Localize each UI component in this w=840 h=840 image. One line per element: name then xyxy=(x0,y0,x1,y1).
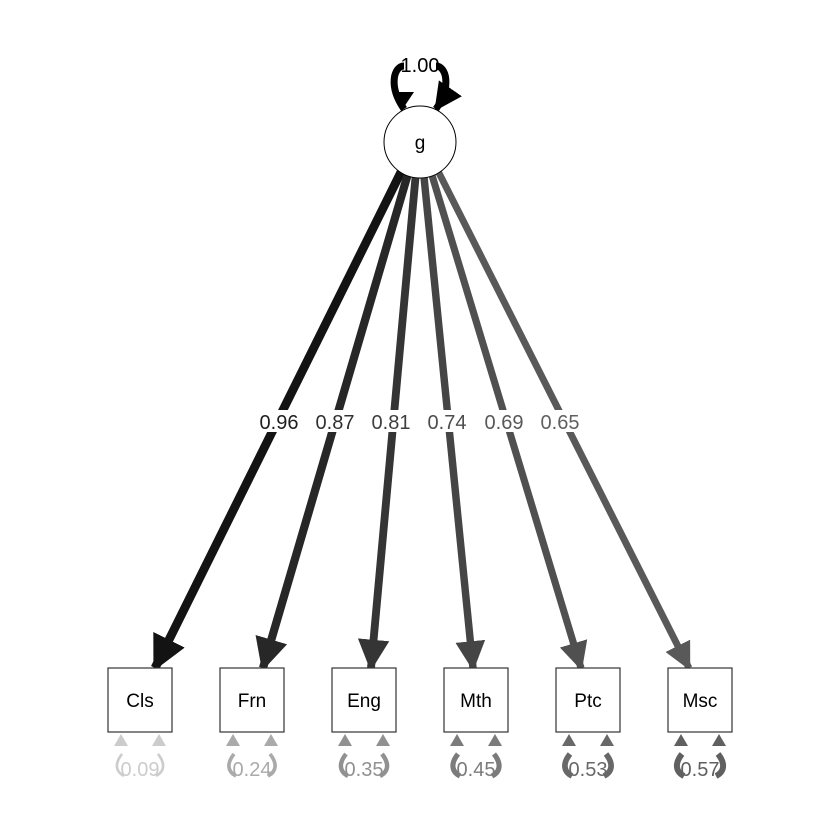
loading-label-bg xyxy=(482,410,526,432)
variance-loop-right xyxy=(433,62,462,112)
indicator-label: Ptc xyxy=(574,691,601,712)
indicator-node-ptc[interactable] xyxy=(555,667,621,733)
residual-arrowhead xyxy=(674,734,688,746)
latent-variance-label: 1.00 xyxy=(401,55,440,77)
indicator-node-eng[interactable] xyxy=(331,667,397,733)
loading-label-bg xyxy=(313,410,357,432)
loading-label-mth: 0.74 xyxy=(428,412,467,434)
residual-loop-right xyxy=(267,752,277,778)
residual-loop-left xyxy=(115,753,125,778)
residual-loop-left xyxy=(562,752,574,779)
residual-arrowhead xyxy=(376,734,390,746)
residual-loop-left xyxy=(450,752,462,779)
latent-node-g[interactable] xyxy=(383,105,457,179)
latent-label: g xyxy=(415,133,426,154)
loading-label-cls: 0.96 xyxy=(260,412,299,434)
variance-loop-left xyxy=(390,62,407,111)
residual-loop-right xyxy=(378,752,390,778)
indicator-label: Mth xyxy=(460,691,492,712)
loading-label-ptc: 0.69 xyxy=(485,412,524,434)
residual-loop-right xyxy=(155,753,165,778)
residual-label-mth: 0.45 xyxy=(457,759,496,781)
residual-loop-right xyxy=(602,752,614,779)
indicator-label: Frn xyxy=(238,691,267,712)
residual-label-msc: 0.57 xyxy=(681,759,720,781)
loading-label-eng: 0.81 xyxy=(372,412,411,434)
loading-label-msc: 0.65 xyxy=(541,412,580,434)
loading-label-bg xyxy=(257,410,301,432)
loading-label-bg xyxy=(369,410,413,432)
indicator-label: Msc xyxy=(683,691,718,712)
residual-label-eng: 0.35 xyxy=(345,759,384,781)
residual-label-cls: 0.09 xyxy=(121,759,160,781)
residual-arrowhead xyxy=(712,734,726,746)
residual-loop-left xyxy=(227,752,237,778)
residual-arrowhead xyxy=(264,734,278,746)
residual-loop-right xyxy=(490,752,502,779)
indicator-node-cls[interactable] xyxy=(107,667,173,733)
residual-arrowhead xyxy=(600,734,614,746)
indicator-node-msc[interactable] xyxy=(667,667,733,733)
indicator-node-frn[interactable] xyxy=(219,667,285,733)
residual-loop-left xyxy=(674,752,686,779)
loading-label-frn: 0.87 xyxy=(316,412,355,434)
residual-arrowhead xyxy=(450,734,464,746)
residual-arrowhead xyxy=(338,734,352,746)
residual-arrowhead xyxy=(152,734,166,746)
indicator-node-mth[interactable] xyxy=(443,667,509,733)
indicator-label: Cls xyxy=(126,691,153,712)
indicator-label: Eng xyxy=(347,691,381,712)
residual-arrowhead xyxy=(488,734,502,746)
residual-arrowhead xyxy=(562,734,576,746)
loading-label-bg xyxy=(538,410,582,432)
residual-label-ptc: 0.53 xyxy=(569,759,608,781)
loading-label-bg xyxy=(425,410,469,432)
residual-label-frn: 0.24 xyxy=(233,759,272,781)
residual-loop-left xyxy=(338,752,350,778)
residual-loop-right xyxy=(714,752,726,779)
residual-arrowhead xyxy=(226,734,240,746)
variance-arrowhead xyxy=(394,92,414,107)
residual-arrowhead xyxy=(114,734,128,746)
